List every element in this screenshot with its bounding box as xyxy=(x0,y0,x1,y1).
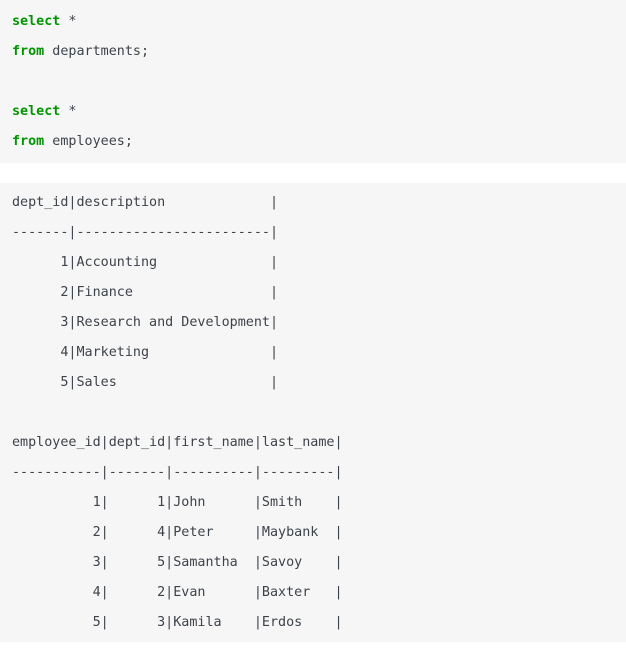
sql-line: from employees; xyxy=(12,127,614,157)
sql-code-text: * xyxy=(60,14,77,29)
sql-line-blank xyxy=(12,67,614,97)
sql-line: select * xyxy=(12,7,614,37)
sql-keyword: select xyxy=(12,14,61,29)
employees-result-table: employee_id|dept_id|first_name|last_name… xyxy=(12,435,343,630)
sql-keyword: select xyxy=(12,104,61,119)
sql-code-text: departments; xyxy=(44,44,150,59)
sql-code-text: employees; xyxy=(44,134,133,149)
sql-line: from departments; xyxy=(12,37,614,67)
sql-line: select * xyxy=(12,97,614,127)
departments-result-table: dept_id|description | -------|----------… xyxy=(12,195,279,390)
sql-code-block: select * from departments; select * from… xyxy=(0,0,626,163)
sql-keyword: from xyxy=(12,134,45,149)
sql-keyword: from xyxy=(12,44,45,59)
query-results-block: dept_id|description | -------|----------… xyxy=(0,183,626,642)
sql-code-text: * xyxy=(60,104,77,119)
